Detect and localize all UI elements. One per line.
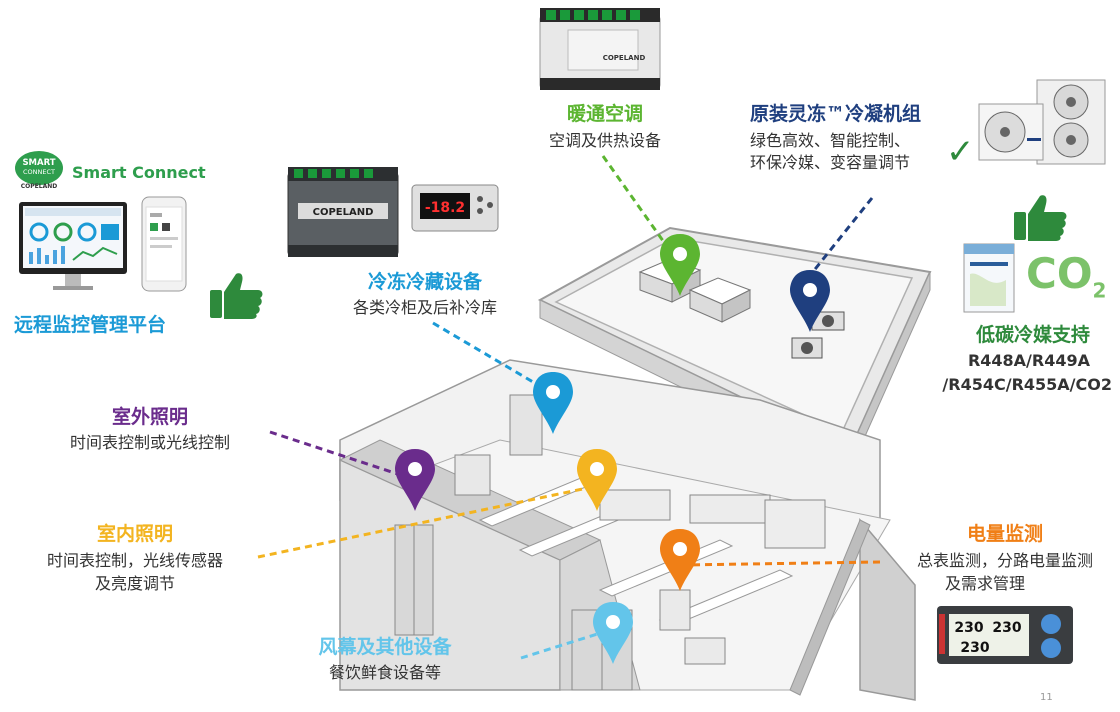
pin-air-curtain[interactable] bbox=[593, 602, 633, 664]
hvac-controller-image: COPELAND bbox=[539, 8, 661, 90]
controller-brand: COPELAND bbox=[313, 207, 374, 218]
connector-outdoor bbox=[269, 430, 411, 480]
co2-label: CO2 bbox=[1026, 250, 1106, 314]
connector-refrigeration bbox=[432, 321, 551, 394]
refrigerant-title: 低碳冷媒支持 bbox=[975, 324, 1090, 346]
pin-power-monitoring[interactable] bbox=[660, 529, 700, 591]
remote-platform-title: 远程监控管理平台 bbox=[14, 314, 167, 336]
display-value: -18.2 bbox=[425, 200, 465, 216]
outdoor-lighting-title: 室外照明 bbox=[111, 406, 188, 428]
pin-outdoor-lighting[interactable] bbox=[395, 449, 435, 511]
outdoor-lighting-desc: 时间表控制或光线控制 bbox=[69, 433, 230, 452]
hvac-controller-brand: COPELAND bbox=[603, 54, 646, 62]
hvac-desc: 空调及供热设备 bbox=[548, 131, 661, 150]
condensing-desc-1: 绿色高效、智能控制、 bbox=[750, 131, 911, 150]
indoor-lighting-desc-2: 及亮度调节 bbox=[94, 574, 175, 593]
indoor-lighting-desc-1: 时间表控制，光线传感器 bbox=[46, 551, 223, 570]
smart-connect-brand: Smart Connect bbox=[72, 163, 206, 182]
connector-indoor bbox=[257, 484, 598, 559]
refrigerant-desc-2: /R454C/R455A/CO2 bbox=[942, 375, 1112, 394]
thumbs-up-refrigerant-icon bbox=[1014, 195, 1067, 241]
connector-power bbox=[681, 560, 881, 567]
connector-condensing bbox=[806, 197, 874, 279]
logo-brand: COPELAND bbox=[21, 183, 57, 190]
logo-line1: SMART bbox=[22, 158, 55, 168]
mobile-phone-image bbox=[141, 196, 187, 292]
refrigeration-desc: 各类冷柜及后补冷库 bbox=[352, 298, 497, 317]
condensing-desc-2: 环保冷媒、变容量调节 bbox=[750, 153, 911, 172]
connector-curtain bbox=[520, 628, 611, 660]
refrigerant-box-image bbox=[963, 243, 1015, 313]
indoor-lighting-title: 室内照明 bbox=[96, 523, 173, 545]
monitor-dashboard-image bbox=[19, 202, 127, 290]
power-meter-image: 230 230 230 bbox=[937, 606, 1073, 664]
power-monitoring-title: 电量监测 bbox=[966, 523, 1043, 545]
refrigeration-title: 冷冻冷藏设备 bbox=[367, 271, 482, 293]
air-curtain-title: 风幕及其他设备 bbox=[318, 636, 452, 658]
pin-hvac[interactable] bbox=[660, 234, 700, 296]
hvac-title: 暖通空调 bbox=[566, 103, 643, 125]
meter-value3: 230 bbox=[960, 640, 989, 656]
page-number: 11 bbox=[1040, 692, 1053, 703]
pin-indoor-lighting[interactable] bbox=[577, 449, 617, 511]
refrigerant-desc-1: R448A/R449A bbox=[967, 351, 1090, 370]
power-monitoring-desc-1: 总表监测，分路电量监测 bbox=[916, 551, 1093, 570]
meter-value1: 230 bbox=[954, 620, 983, 636]
checkmark-icon: ✓ bbox=[946, 132, 975, 172]
smart-connect-logo: SMART CONNECT COPELAND bbox=[15, 151, 63, 190]
power-monitoring-desc-2: 及需求管理 bbox=[944, 574, 1025, 593]
refrigeration-controller-image: COPELAND bbox=[287, 167, 399, 257]
meter-value2: 230 bbox=[992, 620, 1021, 636]
temperature-display-image: -18.2 bbox=[411, 184, 499, 232]
logo-line2: CONNECT bbox=[23, 168, 55, 176]
thumbs-up-remote-icon bbox=[210, 273, 263, 319]
co2-text: CO bbox=[1026, 249, 1093, 298]
condensing-unit-image bbox=[978, 79, 1106, 165]
pin-condensing[interactable] bbox=[790, 270, 830, 332]
air-curtain-desc: 餐饮鲜食设备等 bbox=[328, 663, 441, 682]
co2-subscript: 2 bbox=[1092, 278, 1107, 303]
pin-refrigeration[interactable] bbox=[533, 372, 573, 434]
condensing-title: 原装灵冻™冷凝机组 bbox=[750, 103, 922, 125]
